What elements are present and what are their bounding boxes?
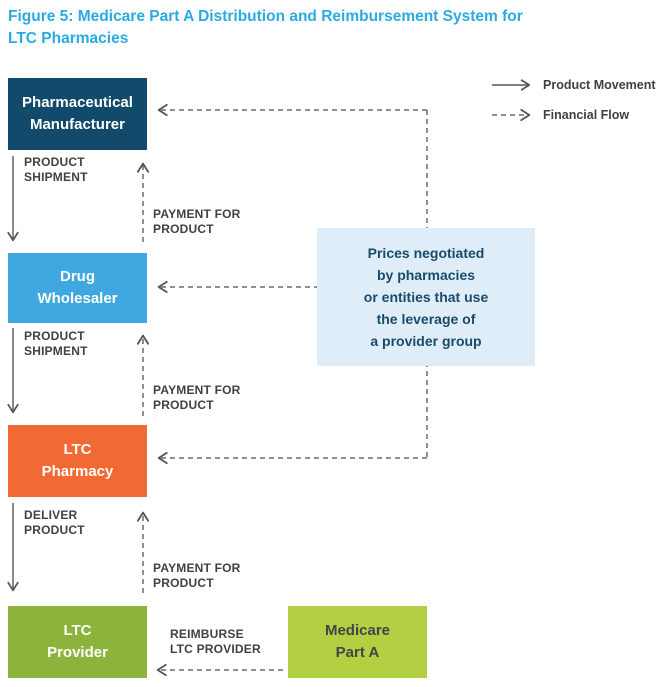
label-product-shipment-2: PRODUCT SHIPMENT <box>24 329 88 358</box>
node-drug-wholesaler: Drug Wholesaler <box>8 253 147 323</box>
label-deliver-product: DELIVER PRODUCT <box>24 508 85 537</box>
label-reimburse-ltc-provider: REIMBURSE LTC PROVIDER <box>170 627 261 656</box>
prices-negotiated-callout: Prices negotiated by pharmacies or entit… <box>317 228 535 366</box>
label-payment-for-product-3: PAYMENT FOR PRODUCT <box>153 561 241 590</box>
node-ltc-provider: LTC Provider <box>8 606 147 678</box>
label-product-shipment-1: PRODUCT SHIPMENT <box>24 155 88 184</box>
label-payment-for-product-1: PAYMENT FOR PRODUCT <box>153 207 241 236</box>
node-ltc-pharmacy: LTC Pharmacy <box>8 425 147 497</box>
figure-title: Figure 5: Medicare Part A Distribution a… <box>8 8 523 47</box>
legend-product-movement-label: Product Movement <box>543 78 656 92</box>
node-pharmaceutical-manufacturer: Pharmaceutical Manufacturer <box>8 78 147 150</box>
node-medicare-part-a: Medicare Part A <box>288 606 427 678</box>
legend-financial-flow-label: Financial Flow <box>543 108 630 122</box>
product-movement-arrows <box>7 79 531 592</box>
label-payment-for-product-2: PAYMENT FOR PRODUCT <box>153 383 241 412</box>
